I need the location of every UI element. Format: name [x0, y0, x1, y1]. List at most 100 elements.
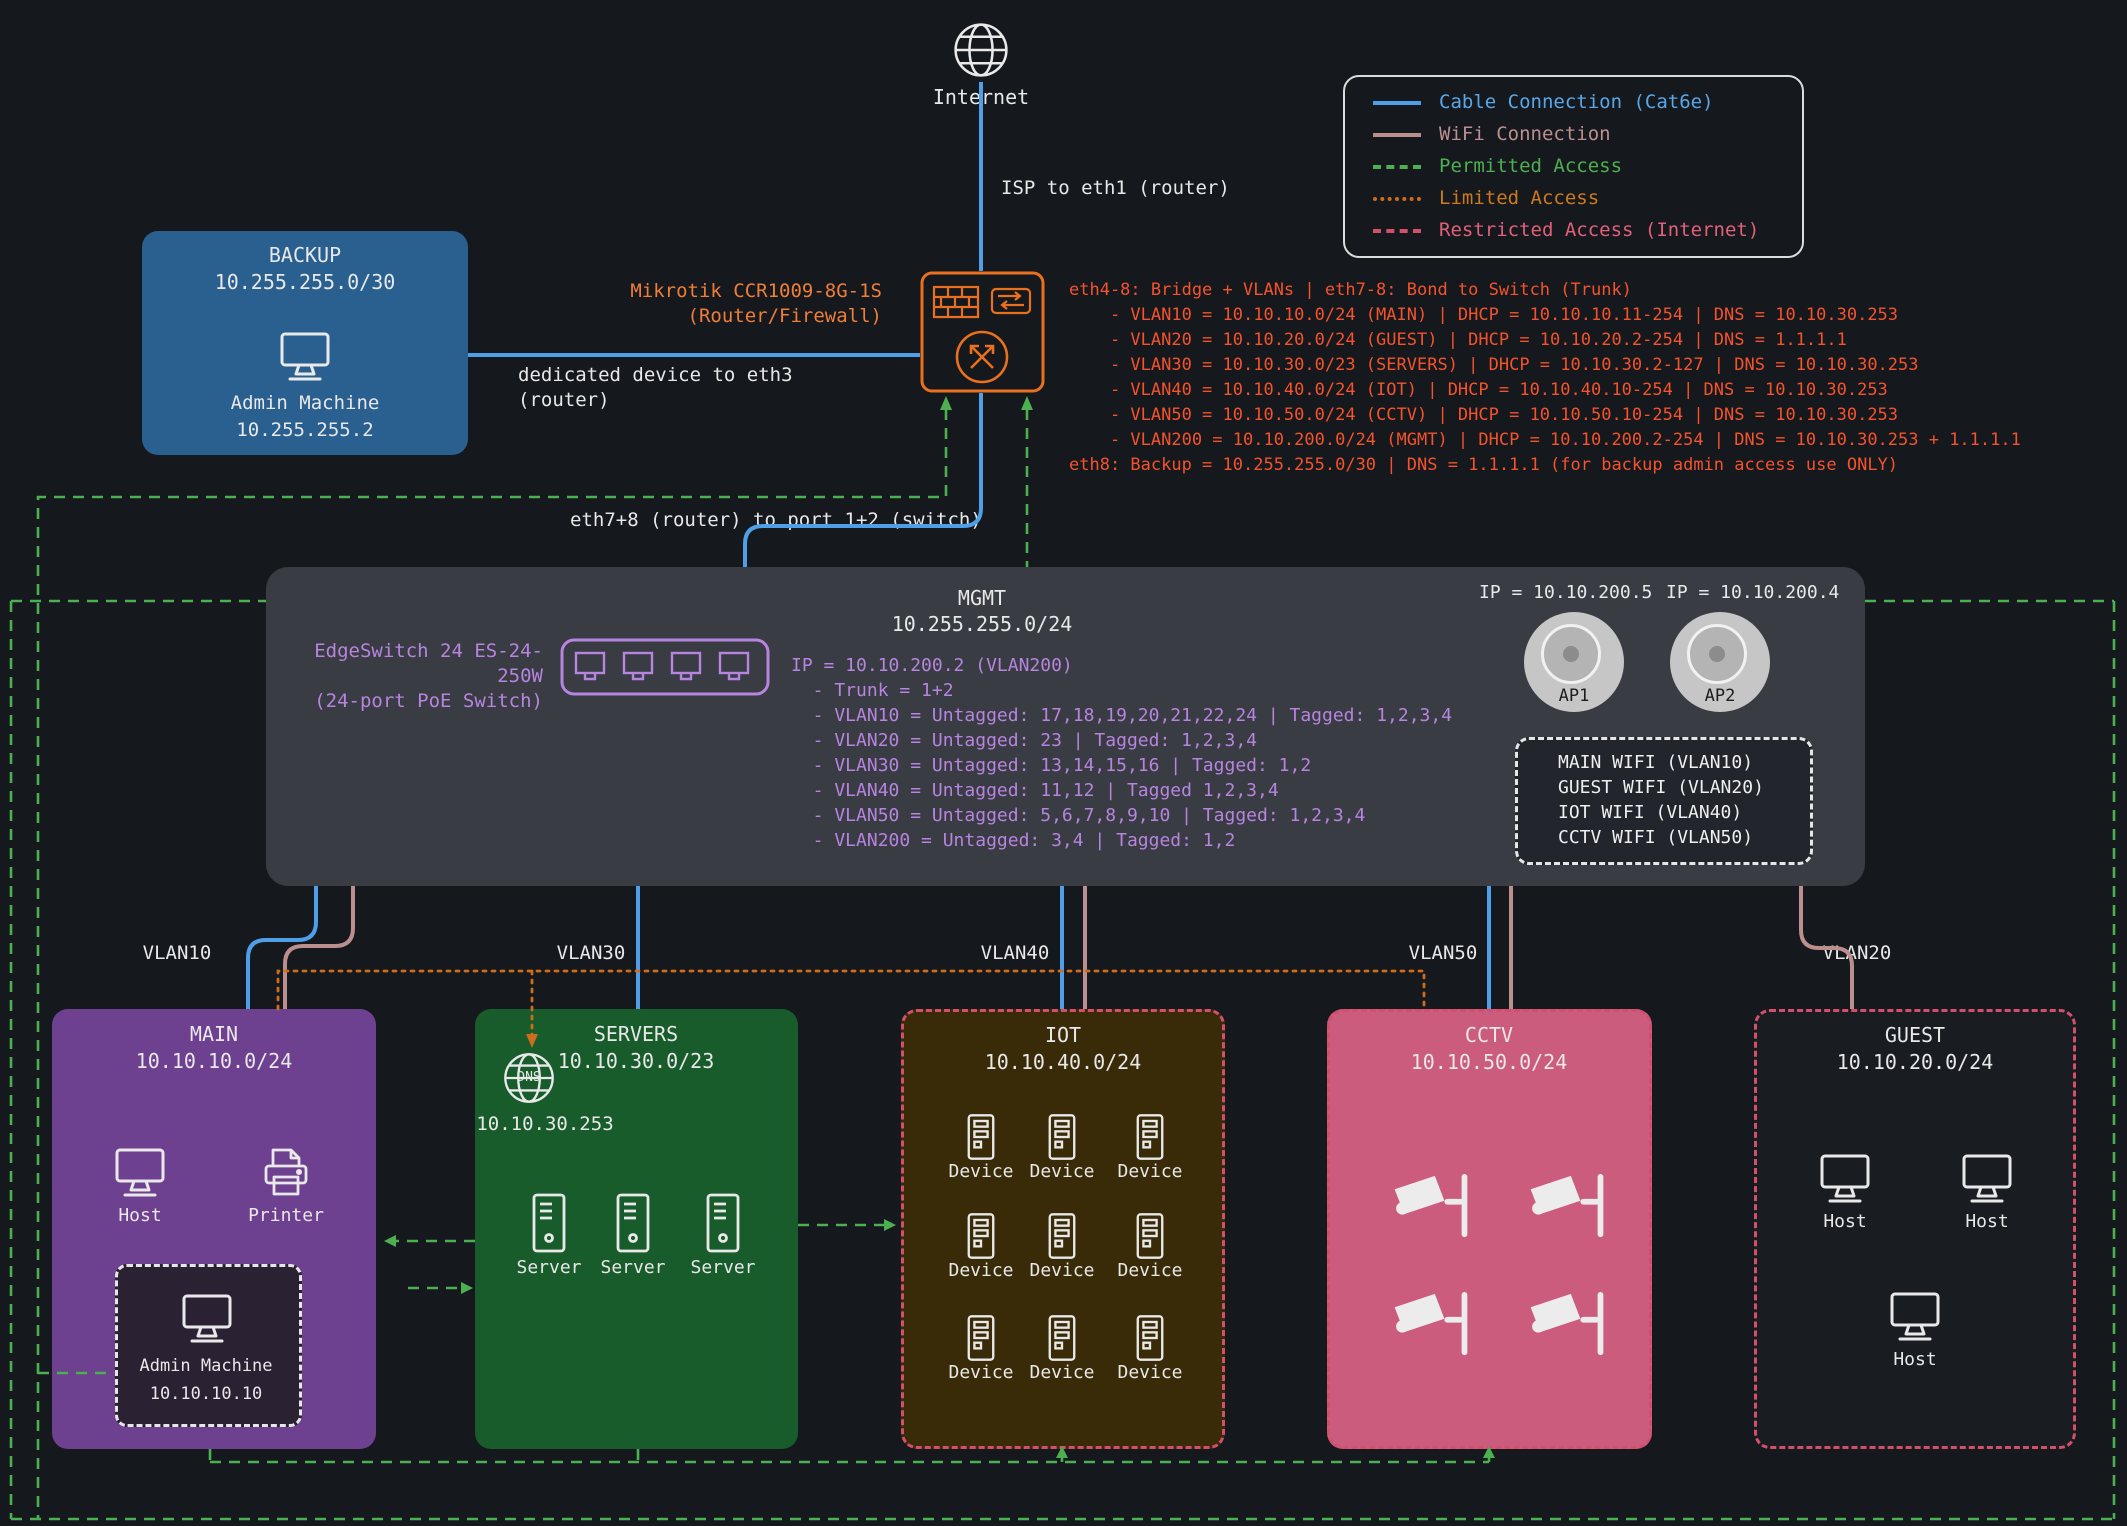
- backup-link-label: dedicated device to eth3 (router): [518, 364, 793, 411]
- iot-network-box: IOT 10.10.40.0/24 Device Device Device D…: [901, 1009, 1225, 1449]
- router-config-line: - VLAN30 = 10.10.30.0/23 (SERVERS) | DHC…: [1069, 355, 1919, 375]
- switch-role: (24-port PoE Switch): [314, 690, 543, 712]
- server-icon: [530, 1192, 568, 1254]
- vlan50-wire-label: VLAN50: [1408, 942, 1478, 964]
- wifi-connections: [283, 886, 1854, 1009]
- switch-config-line: - VLAN200 = Untagged: 3,4 | Tagged: 1,2: [791, 830, 1236, 851]
- device-label: Device: [948, 1260, 1014, 1281]
- permitted-line-sample: [1373, 164, 1421, 169]
- computer-icon: [273, 330, 337, 384]
- servers-title: SERVERS: [593, 1022, 679, 1046]
- mini-switch-icon: [990, 287, 1032, 315]
- host-computer-icon: [1883, 1290, 1947, 1344]
- admin-machine-ip: 10.10.10.10: [149, 1384, 263, 1404]
- permitted-bottom-rail: [208, 1449, 1491, 1464]
- device-label: Device: [948, 1362, 1014, 1383]
- limited-line-sample: [1373, 196, 1421, 201]
- host-label: Host: [1823, 1211, 1867, 1232]
- device-icon: [965, 1112, 997, 1162]
- device-label: Device: [1029, 1161, 1095, 1182]
- admin-computer-icon: [175, 1292, 239, 1346]
- legend-label: Cable Connection (Cat6e): [1439, 91, 1714, 113]
- server-label: Server: [600, 1257, 666, 1278]
- host-computer-icon: [108, 1146, 172, 1200]
- host-label: Host: [1893, 1349, 1937, 1370]
- ap2-label: AP2: [1704, 686, 1736, 706]
- cctv-camera-icon: [1387, 1290, 1475, 1359]
- switch-config-line: - VLAN30 = Untagged: 13,14,15,16 | Tagge…: [791, 755, 1312, 776]
- device-icon: [1046, 1112, 1078, 1162]
- device-icon: [1134, 1112, 1166, 1162]
- router-config-line: - VLAN200 = 10.10.200.0/24 (MGMT) | DHCP…: [1069, 430, 2021, 450]
- host-label: Host: [118, 1205, 162, 1226]
- cctv-camera-icon: [1387, 1172, 1475, 1241]
- main-subnet: 10.10.10.0/24: [135, 1049, 293, 1073]
- cctv-subnet: 10.10.50.0/24: [1410, 1050, 1568, 1074]
- switch-ports-icon: [560, 638, 770, 696]
- backup-network-box: BACKUP 10.255.255.0/30 Admin Machine 10.…: [142, 231, 468, 455]
- legend-label: Permitted Access: [1439, 155, 1623, 177]
- guest-network-box: GUEST 10.10.20.0/24 Host Host Host: [1754, 1009, 2076, 1449]
- mgmt-title: MGMT: [957, 586, 1007, 610]
- internet-label: Internet: [932, 85, 1030, 109]
- router-name-label: Mikrotik CCR1009-8G-1S (Router/Firewall): [518, 279, 882, 329]
- legend-item-wifi: WiFi Connection: [1373, 122, 1774, 147]
- vlan10-wire-label: VLAN10: [142, 942, 212, 964]
- admin-machine-box: Admin Machine 10.10.10.10: [115, 1264, 302, 1427]
- guest-title: GUEST: [1884, 1023, 1946, 1047]
- switch-config-line: - VLAN20 = Untagged: 23 | Tagged: 1,2,3,…: [791, 730, 1257, 751]
- legend-item-cable: Cable Connection (Cat6e): [1373, 90, 1774, 115]
- main-title: MAIN: [189, 1022, 239, 1046]
- vlan20-wire-label: VLAN20: [1822, 942, 1892, 964]
- legend-item-permitted: Permitted Access: [1373, 154, 1774, 179]
- cable-router-to-switch: [743, 393, 983, 567]
- server-icon: [614, 1192, 652, 1254]
- device-label: Device: [1029, 1362, 1095, 1383]
- mgmt-subnet: 10.255.255.0/24: [891, 612, 1073, 636]
- cctv-camera-icon: [1523, 1172, 1611, 1241]
- device-icon: [965, 1313, 997, 1363]
- wifi-network: IOT WIFI (VLAN40): [1558, 802, 1743, 823]
- router-config-line: eth8: Backup = 10.255.255.0/30 | DNS = 1…: [1069, 455, 1899, 475]
- device-icon: [1134, 1211, 1166, 1261]
- backup-admin-label: Admin Machine: [230, 392, 380, 414]
- backup-subnet: 10.255.255.0/30: [214, 270, 396, 294]
- host-label: Host: [1965, 1211, 2009, 1232]
- server-label: Server: [516, 1257, 582, 1278]
- switch-config-line: - Trunk = 1+2: [791, 680, 954, 701]
- iot-title: IOT: [1044, 1023, 1082, 1047]
- admin-machine-label: Admin Machine: [139, 1356, 273, 1376]
- legend-item-restricted: Restricted Access (Internet): [1373, 218, 1774, 243]
- iot-subnet: 10.10.40.0/24: [984, 1050, 1142, 1074]
- access-point-2-icon: AP2: [1670, 612, 1770, 712]
- switch-name-label: EdgeSwitch 24 ES-24-250W (24-port PoE Sw…: [276, 639, 543, 714]
- backup-admin-ip: 10.255.255.2: [236, 419, 374, 441]
- router-firewall-icon: [920, 271, 1045, 393]
- wifi-ap-to-main: [283, 886, 355, 1009]
- limited-main-to-cctv: [276, 969, 1426, 1011]
- host-computer-icon: [1955, 1152, 2019, 1206]
- switch-config-block: IP = 10.10.200.2 (VLAN200) - Trunk = 1+2…: [791, 653, 1452, 853]
- device-label: Device: [1117, 1362, 1183, 1383]
- internet-globe-icon: [951, 20, 1011, 80]
- printer-icon: [258, 1144, 314, 1202]
- legend-item-limited: Limited Access: [1373, 186, 1774, 211]
- limited-access-lines: [276, 969, 1426, 1038]
- legend-label: WiFi Connection: [1439, 123, 1611, 145]
- device-icon: [1046, 1313, 1078, 1363]
- router-config-block: eth4-8: Bridge + VLANs | eth7-8: Bond to…: [1069, 278, 2021, 478]
- mgmt-network-box: MGMT 10.255.255.0/24 EdgeSwitch 24 ES-24…: [266, 567, 1865, 886]
- switch-config-line: - VLAN40 = Untagged: 11,12 | Tagged 1,2,…: [791, 780, 1279, 801]
- ap2-ip-label: IP = 10.10.200.4: [1666, 582, 1840, 603]
- dns-ip-label: 10.10.30.253: [476, 1113, 614, 1135]
- servers-subnet: 10.10.30.0/23: [557, 1049, 715, 1073]
- switch-config-line: - VLAN10 = Untagged: 17,18,19,20,21,22,2…: [791, 705, 1453, 726]
- legend-label: Restricted Access (Internet): [1439, 219, 1760, 241]
- router-name: Mikrotik CCR1009-8G-1S: [630, 280, 882, 302]
- vlan40-wire-label: VLAN40: [980, 942, 1050, 964]
- device-label: Device: [948, 1161, 1014, 1182]
- firewall-bricks-icon: [932, 285, 980, 319]
- host-computer-icon: [1813, 1152, 1877, 1206]
- legend: Cable Connection (Cat6e) WiFi Connection…: [1343, 75, 1804, 258]
